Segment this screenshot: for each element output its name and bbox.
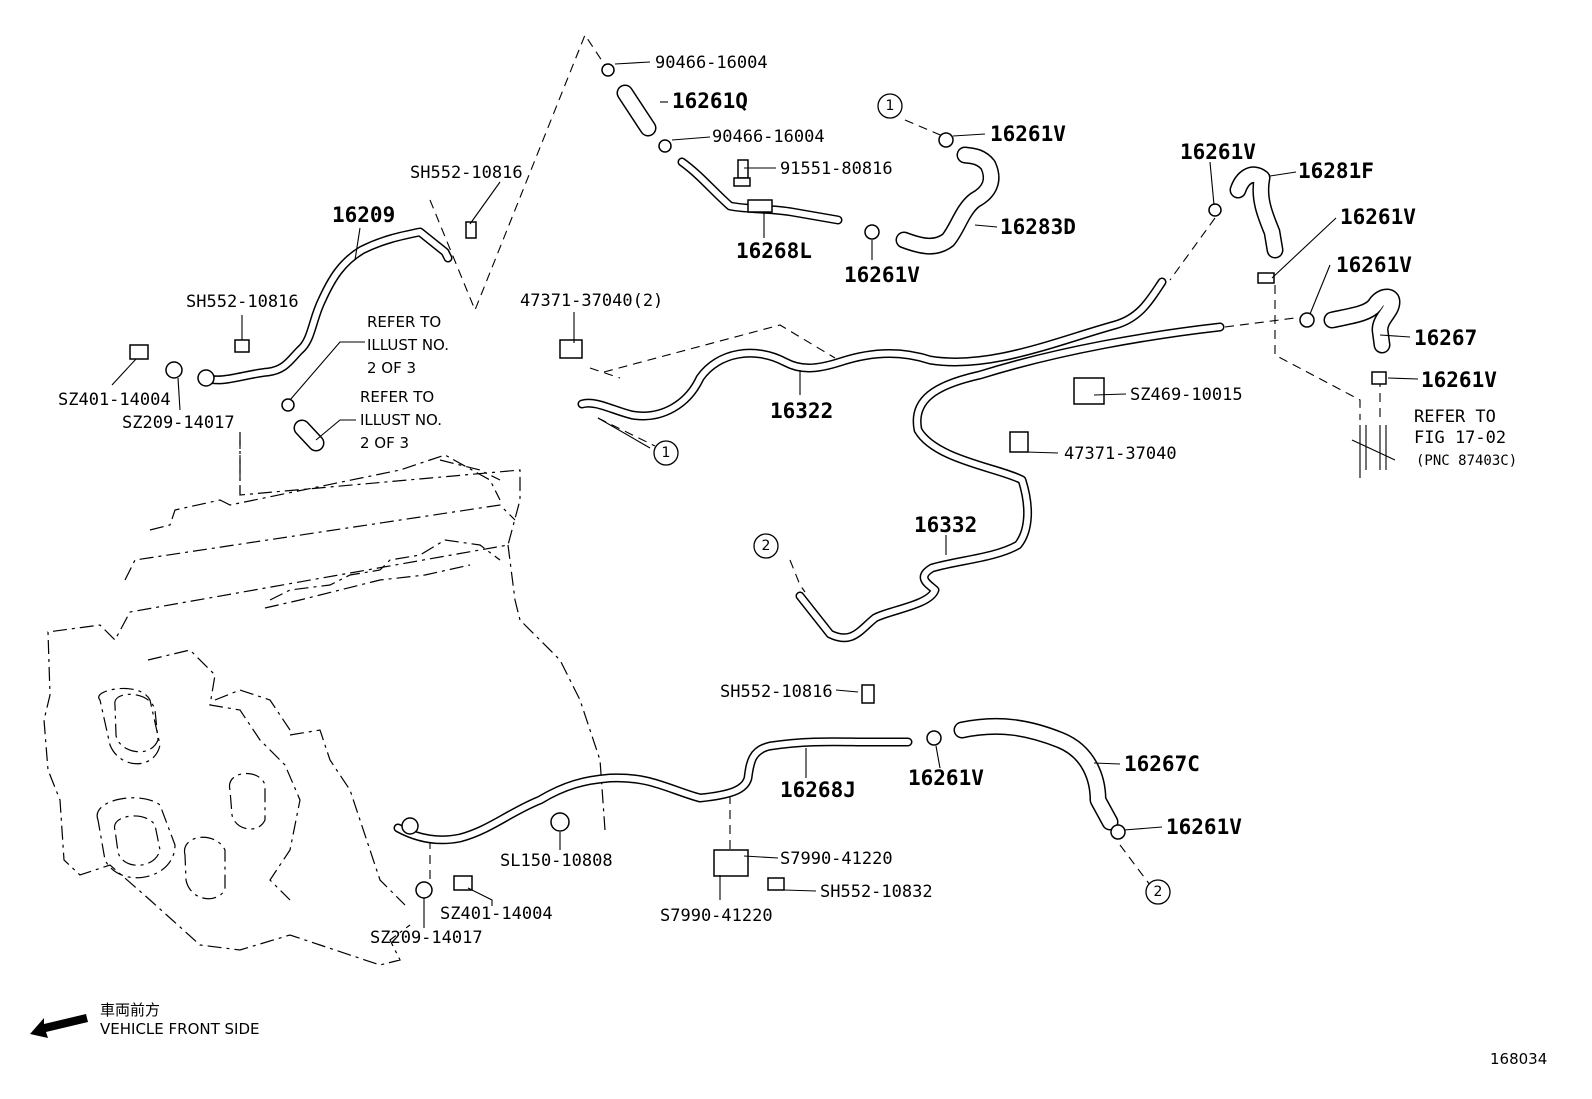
- label-16261V-h: 16261V: [1166, 815, 1242, 839]
- svg-text:2: 2: [762, 538, 771, 554]
- engine-block-outline: [43, 432, 606, 966]
- svg-text:ILLUST NO.: ILLUST NO.: [367, 336, 449, 354]
- label-90466-top: 90466-16004: [655, 53, 768, 73]
- svg-text:2: 2: [1154, 884, 1163, 900]
- label-SZ209-left: SZ209-14017: [122, 413, 235, 433]
- label-16261V-a: 16261V: [990, 122, 1066, 146]
- diagram-id: 168034: [1490, 1050, 1547, 1068]
- label-16322: 16322: [770, 399, 833, 423]
- label-S7990-bot: S7990-41220: [660, 906, 773, 926]
- label-S7990-top: S7990-41220: [780, 849, 893, 869]
- label-SH552-mid: SH552-10816: [720, 682, 833, 702]
- ref-marker-2-bot: 2: [1145, 879, 1171, 905]
- ref-marker-2-mid: 2: [753, 533, 779, 559]
- label-SZ401-left: SZ401-14004: [58, 390, 171, 410]
- label-SH552-bot: SH552-10832: [820, 882, 933, 902]
- svg-text:REFER TO: REFER TO: [360, 388, 434, 406]
- label-16261V-g: 16261V: [908, 766, 984, 790]
- svg-text:2 OF 3: 2 OF 3: [360, 434, 409, 452]
- label-16332: 16332: [914, 513, 977, 537]
- label-16268L: 16268L: [736, 239, 812, 263]
- svg-text:2 OF 3: 2 OF 3: [367, 359, 416, 377]
- label-SZ209-bot: SZ209-14017: [370, 928, 483, 948]
- label-SZ401-bot: SZ401-14004: [440, 904, 553, 924]
- label-91551: 91551-80816: [780, 159, 893, 179]
- label-16261Q: 16261Q: [672, 89, 748, 113]
- svg-text:FIG 17-02: FIG 17-02: [1414, 428, 1506, 448]
- svg-text:REFER TO: REFER TO: [367, 313, 441, 331]
- leader-lines: [111, 61, 1419, 928]
- svg-text:1: 1: [886, 98, 895, 114]
- label-SH552-left: SH552-10816: [186, 292, 299, 312]
- small-parts: [129, 63, 1387, 899]
- ref-marker-1-top: 1: [877, 93, 903, 119]
- direction-label-en: VEHICLE FRONT SIDE: [100, 1020, 260, 1038]
- reference-lines: [239, 33, 1381, 886]
- label-90466-mid: 90466-16004: [712, 127, 825, 147]
- svg-text:(PNC 87403C): (PNC 87403C): [1416, 453, 1517, 469]
- svg-text:1: 1: [662, 445, 671, 461]
- label-16267C: 16267C: [1124, 752, 1200, 776]
- label-SZ469: SZ469-10015: [1130, 385, 1243, 405]
- front-arrow-icon: [30, 1014, 88, 1038]
- label-16261V-f: 16261V: [1421, 368, 1497, 392]
- label-16267: 16267: [1414, 326, 1477, 350]
- label-SL150: SL150-10808: [500, 851, 613, 871]
- svg-text:ILLUST NO.: ILLUST NO.: [360, 411, 442, 429]
- label-47371-2: 47371-37040(2): [520, 291, 663, 311]
- label-16268J: 16268J: [780, 778, 856, 802]
- refer-note-b: REFER TO ILLUST NO. 2 OF 3: [360, 388, 442, 452]
- label-16261V-b: 16261V: [844, 263, 920, 287]
- refer-note-fig: REFER TO FIG 17-02 (PNC 87403C): [1414, 407, 1517, 469]
- label-16283D: 16283D: [1000, 215, 1076, 239]
- label-16261V-e: 16261V: [1336, 253, 1412, 277]
- ref-marker-1-mid: 1: [653, 440, 679, 466]
- pipes: [201, 84, 1401, 845]
- label-47371: 47371-37040: [1064, 444, 1177, 464]
- direction-label-jp: 車両前方: [100, 1001, 160, 1019]
- label-16261V-d: 16261V: [1340, 205, 1416, 229]
- label-16281F: 16281F: [1298, 159, 1374, 183]
- label-SH552-top: SH552-10816: [410, 163, 523, 183]
- svg-text:REFER TO: REFER TO: [1414, 407, 1496, 427]
- label-16209: 16209: [332, 203, 395, 227]
- front-direction-indicator: 車両前方 VEHICLE FRONT SIDE: [30, 1001, 260, 1038]
- label-16261V-c: 16261V: [1180, 140, 1256, 164]
- refer-note-a: REFER TO ILLUST NO. 2 OF 3: [367, 313, 449, 377]
